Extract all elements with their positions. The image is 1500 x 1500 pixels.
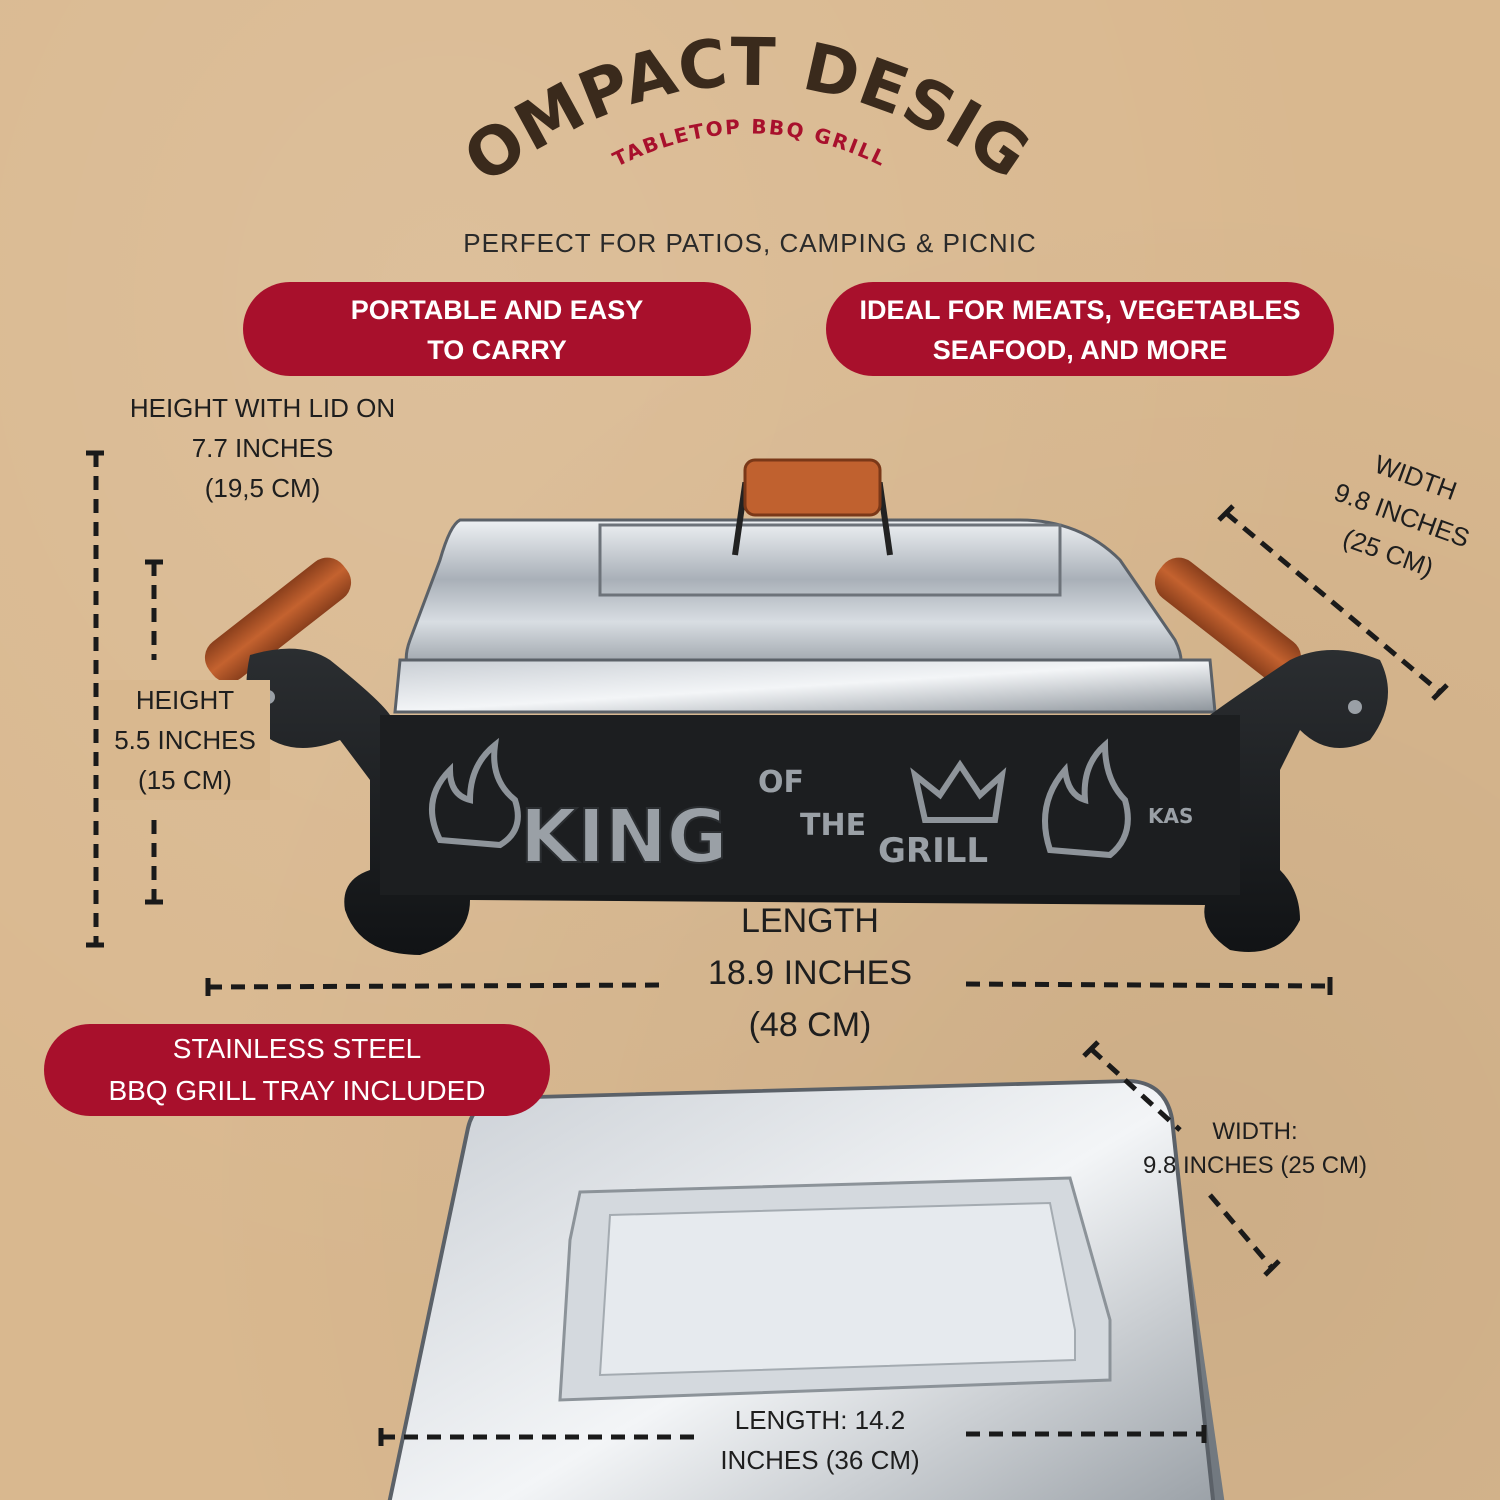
grill-logo-grill: GRILL xyxy=(878,831,988,871)
dimension-text: 18.9 INCHES xyxy=(707,954,913,992)
tagline: PERFECT FOR PATIOS, CAMPING & PICNIC xyxy=(463,228,1037,258)
length-measure-line xyxy=(205,977,1333,996)
tray-width-measure-line xyxy=(1082,1040,1281,1277)
grill-lid xyxy=(393,518,1217,714)
dimension-text: WIDTH: xyxy=(1212,1118,1298,1145)
feature-badge-portable: PORTABLE AND EASY TO CARRY xyxy=(243,282,751,376)
height-label: HEIGHT 5.5 INCHES (15 CM) xyxy=(100,680,270,800)
dimension-text: (19,5 CM) xyxy=(204,473,321,503)
dimension-text: 7.7 INCHES xyxy=(191,433,334,463)
grill-logo-the: THE xyxy=(800,808,866,843)
feature-badge-foods: IDEAL FOR MEATS, VEGETABLES SEAFOOD, AND… xyxy=(826,282,1334,376)
dimension-text: LENGTH xyxy=(741,902,879,940)
height-measure-line xyxy=(145,559,163,905)
tray-length-label: LENGTH: 14.2 INCHES (36 CM) xyxy=(690,1400,950,1480)
length-label: LENGTH 18.9 INCHES (48 CM) xyxy=(660,895,960,1051)
feature-badge-line: PORTABLE AND EASY xyxy=(350,295,644,325)
dimension-text: INCHES (36 CM) xyxy=(720,1445,920,1475)
grill-logo-king: KING xyxy=(520,794,728,880)
height-lid-measure-line xyxy=(86,450,104,948)
feature-badge-line: IDEAL FOR MEATS, VEGETABLES xyxy=(859,295,1301,325)
dimension-text: (48 CM) xyxy=(748,1006,872,1044)
grill-handle-left xyxy=(204,557,352,683)
tray-width-label: WIDTH: 9.8 INCHES (25 CM) xyxy=(1120,1115,1390,1183)
grill-base xyxy=(246,648,1388,955)
grill-handle-right xyxy=(1154,557,1302,683)
grill-logo-kas: KAS xyxy=(1148,804,1193,828)
feature-badge-line: TO CARRY xyxy=(427,335,567,365)
dimension-text: LENGTH: 14.2 xyxy=(734,1405,906,1435)
width-measure-line xyxy=(1217,504,1449,701)
dimension-text: (15 CM) xyxy=(138,765,232,795)
tray-included-badge: STAINLESS STEEL BBQ GRILL TRAY INCLUDED xyxy=(44,1024,550,1116)
lid-handle xyxy=(732,458,893,556)
title-graphic: COMPACT DESIGN TABLETOP BBQ GRILL xyxy=(0,0,1043,198)
dimension-text: 5.5 INCHES xyxy=(114,725,256,755)
dimension-text: 9.8 INCHES (25 CM) xyxy=(1142,1152,1368,1179)
dimension-text: HEIGHT WITH LID ON xyxy=(129,393,396,423)
tray-badge-line: STAINLESS STEEL xyxy=(172,1033,422,1064)
height-with-lid-label: HEIGHT WITH LID ON 7.7 INCHES (19,5 CM) xyxy=(100,388,425,508)
title-block: COMPACT DESIGN TABLETOP BBQ GRILL xyxy=(0,0,1500,200)
feature-badge-line: SEAFOOD, AND MORE xyxy=(932,335,1228,365)
tray-length-measure-line xyxy=(378,1425,1207,1446)
grill-logo-of: OF xyxy=(758,765,804,800)
grill-tray xyxy=(387,1079,1225,1500)
dimension-text: HEIGHT xyxy=(135,685,235,715)
tray-badge-line: BBQ GRILL TRAY INCLUDED xyxy=(108,1075,486,1106)
